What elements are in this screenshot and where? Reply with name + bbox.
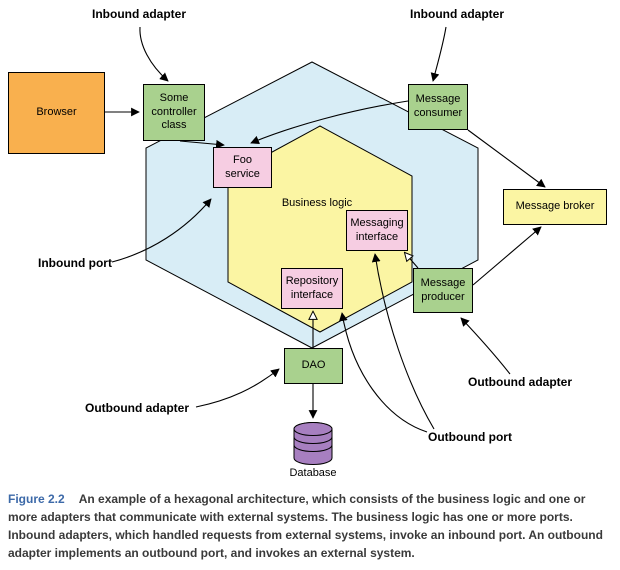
message-producer-node: Message producer xyxy=(413,268,473,313)
arrow-consumer-to-foo-service xyxy=(250,100,409,145)
arrow-consumer-to-broker xyxy=(467,129,546,188)
outbound-adapter-left-label: Outbound adapter xyxy=(85,401,189,415)
dao-node: DAO xyxy=(284,348,343,384)
inbound-port-label: Inbound port xyxy=(38,256,112,270)
arrow-inbound-port-label xyxy=(111,198,212,263)
browser-node: Browser xyxy=(8,72,105,154)
message-consumer-node: Message consumer xyxy=(408,84,468,130)
arrow-producer-to-broker xyxy=(472,226,542,286)
outbound-port-label: Outbound port xyxy=(428,430,512,444)
message-broker-node: Message broker xyxy=(503,189,607,225)
arrow-producer-implements-messaging-interface xyxy=(405,253,419,269)
arrow-outbound-adapter-left-label xyxy=(195,368,280,408)
arrow-inbound-adapter-left-to-controller xyxy=(139,26,169,82)
arrow-outbound-port-to-messaging-interface xyxy=(371,253,435,430)
inbound-adapter-left-label: Inbound adapter xyxy=(92,7,186,21)
arrow-outbound-port-to-repository-interface xyxy=(338,312,428,433)
database-label: Database xyxy=(289,467,337,479)
arrow-inbound-adapter-right-to-consumer xyxy=(430,26,447,82)
repository-interface-node: Repository interface xyxy=(281,268,343,309)
business-logic-label: Business logic xyxy=(281,197,353,209)
controller-node: Some controller class xyxy=(143,84,205,141)
figure-number-label: Figure 2.2 xyxy=(8,492,65,506)
arrow-controller-to-foo-service xyxy=(179,139,225,149)
foo-service-node: Foo service xyxy=(213,147,272,188)
arrow-outbound-adapter-right-label xyxy=(460,317,511,375)
database-icon xyxy=(293,422,333,465)
messaging-interface-node: Messaging interface xyxy=(346,210,408,251)
figure-caption-text: An example of a hexagonal architecture, … xyxy=(8,492,603,560)
inbound-adapter-right-label: Inbound adapter xyxy=(410,7,504,21)
outbound-adapter-right-label: Outbound adapter xyxy=(468,375,572,389)
